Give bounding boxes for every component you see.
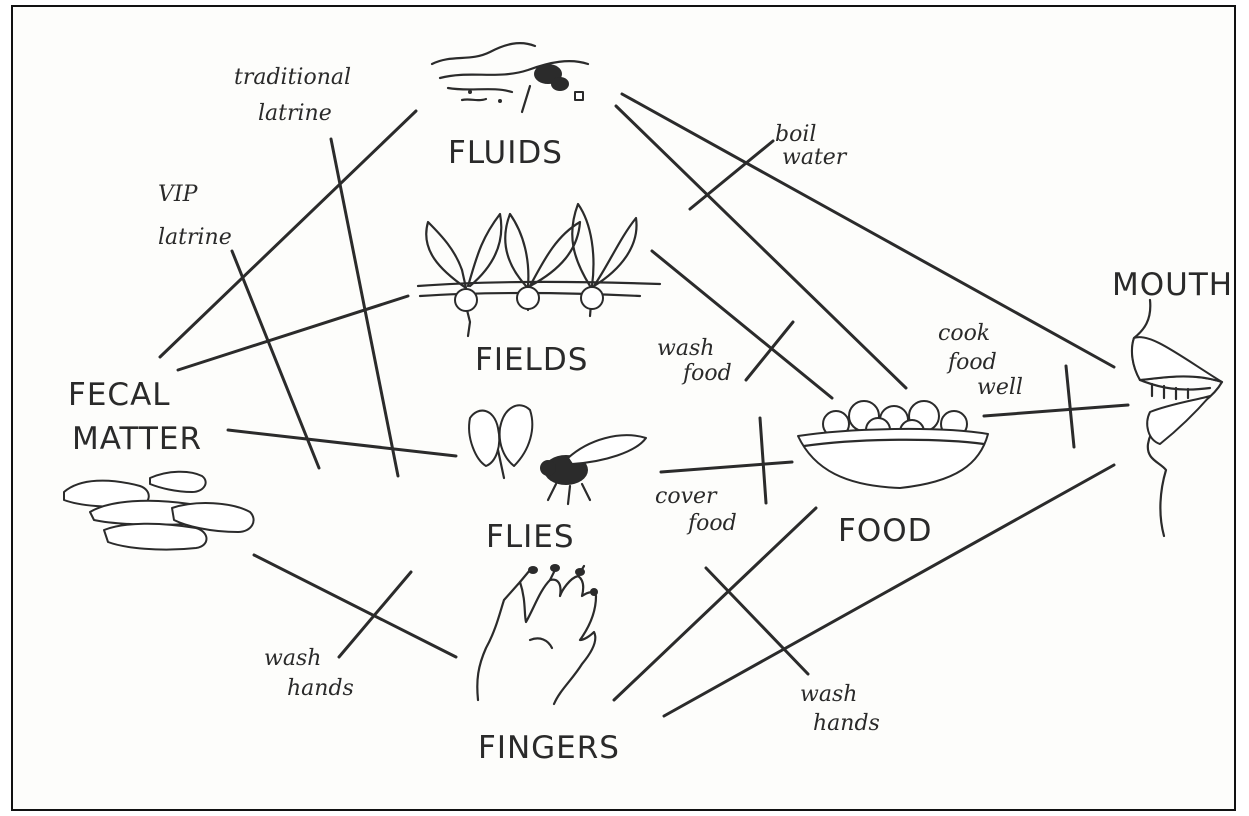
barrier-wash-food-line-2: food	[681, 361, 732, 386]
barrier-line-wash-food	[746, 322, 793, 380]
barrier-line-cover-food	[760, 418, 766, 503]
food-bowl-icon	[798, 401, 988, 488]
barrier-wash-food-line-1: wash	[657, 336, 714, 361]
barrier-cook-line-3: well	[977, 375, 1023, 400]
path-fingers-to-food	[614, 508, 816, 700]
path-fluids-to-mouth	[622, 94, 1114, 367]
path-food-to-mouth	[984, 405, 1128, 416]
node-food-label: FOOD	[838, 513, 933, 549]
barrier-wash-hands-right-line-1: wash	[800, 682, 857, 707]
node-mouth-label: MOUTH	[1112, 267, 1233, 303]
barrier-boil-line-1: boil	[775, 122, 816, 147]
barrier-lines	[232, 139, 1074, 674]
puddle-fly-icon	[432, 43, 588, 112]
barrier-line-cook-food	[1066, 366, 1074, 447]
barrier-boil-line-2: water	[782, 145, 848, 170]
node-fields-label: FIELDS	[475, 342, 588, 378]
path-fingers-to-mouth	[664, 465, 1114, 716]
barrier-traditional-line-2: latrine	[258, 101, 332, 126]
path-fields-to-food	[652, 251, 832, 398]
barrier-wash-hands-left-line-2: hands	[287, 676, 354, 701]
transmission-paths	[160, 94, 1128, 716]
node-fluids-label: FLUIDS	[448, 135, 563, 171]
barrier-line-wash-hands-right	[706, 568, 808, 674]
barrier-line-boil-water	[690, 141, 773, 209]
node-labels: FLUIDS FIELDS FECAL MATTER FLIES FOOD FI…	[68, 135, 1233, 766]
node-flies-label: FLIES	[486, 519, 575, 555]
path-fecal-to-fingers	[254, 555, 456, 657]
barrier-cover-food-line-2: food	[686, 511, 737, 536]
node-fecal-label-2: MATTER	[72, 421, 202, 457]
barrier-vip-line-2: latrine	[158, 225, 232, 250]
path-flies-to-food	[661, 462, 792, 472]
barrier-traditional-line-1: traditional	[234, 65, 351, 90]
barrier-wash-hands-right-line-2: hands	[813, 711, 880, 736]
barrier-wash-hands-left-line-1: wash	[264, 646, 321, 671]
barrier-line-traditional-latrine	[331, 139, 398, 476]
barrier-cover-food-line-1: cover	[655, 484, 718, 509]
barrier-cook-line-1: cook	[938, 321, 990, 346]
path-fecal-to-flies	[228, 430, 456, 456]
feces-icon	[64, 472, 254, 550]
barrier-line-wash-hands-left	[339, 572, 411, 657]
root-vegetables-icon	[418, 204, 660, 336]
hand-icon	[477, 564, 598, 704]
fly-icon	[469, 405, 646, 504]
barrier-vip-line-1: VIP	[158, 182, 199, 207]
barrier-cook-line-2: food	[946, 350, 997, 375]
mouth-icon	[1132, 300, 1222, 536]
node-fecal-label-1: FECAL	[68, 377, 171, 413]
node-fingers-label: FINGERS	[478, 730, 620, 766]
